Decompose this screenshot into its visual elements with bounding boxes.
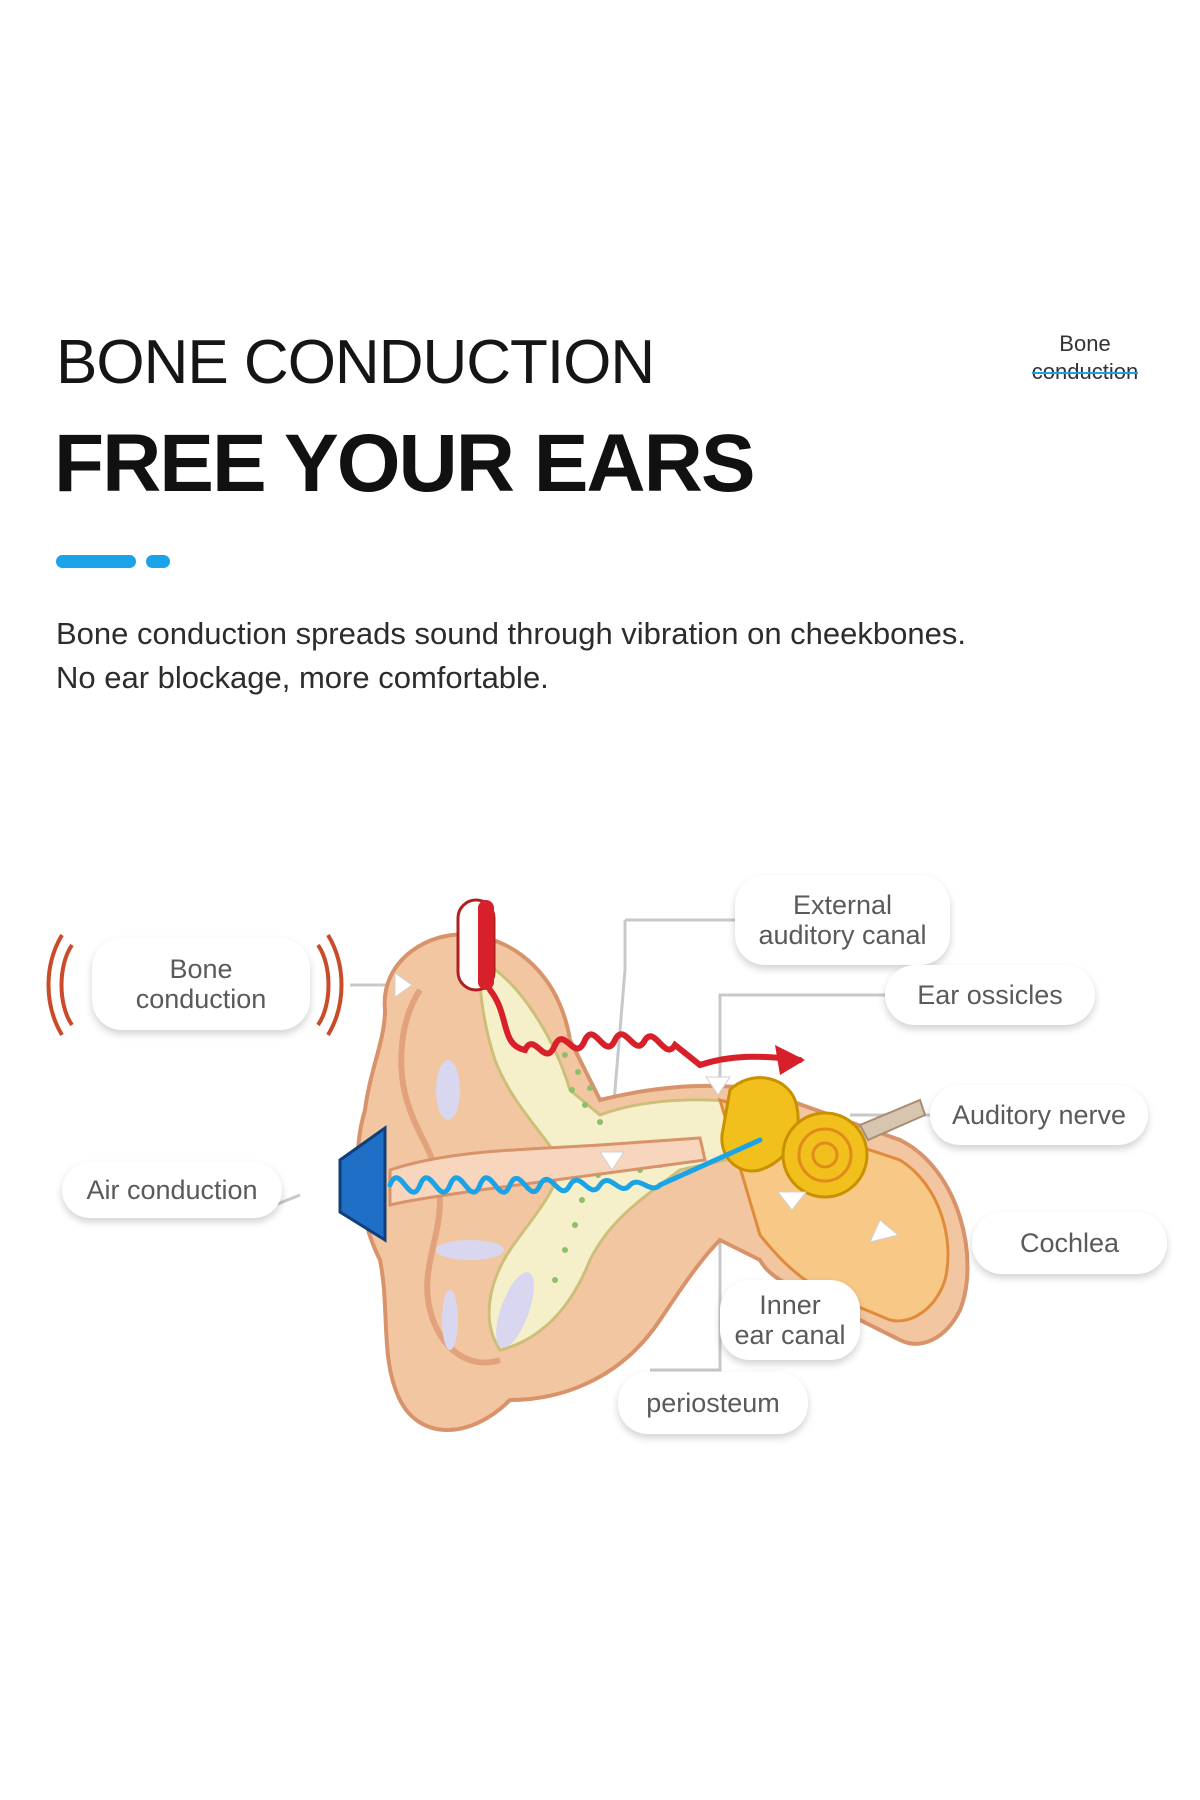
logo-line: Bone: [1059, 331, 1111, 356]
label-auditory-nerve: Auditory nerve: [930, 1085, 1148, 1145]
label-text: auditory canal: [758, 920, 927, 950]
label-text: ear canal: [734, 1320, 846, 1350]
label-text: Bone: [169, 954, 233, 984]
description-line: Bone conduction spreads sound through vi…: [56, 616, 966, 651]
pointer-arrows: [394, 972, 900, 1243]
accent-dot: [146, 555, 170, 568]
label-bone-conduction: Bone conduction: [92, 938, 310, 1030]
sound-ripples: [46, 933, 344, 1037]
description-line: No ear blockage, more comfortable.: [56, 660, 549, 695]
label-text: periosteum: [646, 1388, 780, 1418]
label-air-conduction: Air conduction: [62, 1162, 282, 1218]
label-text: Cochlea: [1019, 1228, 1120, 1258]
air-conduction-device: [338, 1125, 387, 1243]
label-inner-ear-canal: Inner ear canal: [720, 1280, 860, 1360]
bone-conduction-device: [456, 898, 496, 992]
label-periosteum: periosteum: [618, 1372, 808, 1434]
auditory-nerve-shape: [858, 1098, 927, 1142]
label-text: conduction: [135, 984, 267, 1014]
ear-illustration: [46, 898, 970, 1432]
bone-texture: [552, 1052, 703, 1283]
cochlea-shape: [781, 1111, 869, 1199]
label-text: External: [792, 890, 893, 920]
label-cochlea: Cochlea: [972, 1212, 1167, 1274]
ear-diagram: Bone conduction Air conduction External …: [0, 840, 1200, 1480]
label-text: Ear ossicles: [917, 980, 1063, 1010]
air-wave: [387, 1137, 763, 1195]
label-text: Auditory nerve: [951, 1100, 1127, 1130]
logo-line: conduction: [1031, 359, 1139, 384]
bone-wave: [487, 987, 803, 1069]
headline: BONE CONDUCTION: [56, 328, 655, 397]
label-ear-ossicles: Ear ossicles: [885, 965, 1095, 1025]
cartilage: [436, 1060, 534, 1350]
headline-main: FREE YOUR EARS: [54, 418, 756, 509]
label-external-auditory-canal: External auditory canal: [735, 875, 950, 965]
accent-bar: [56, 555, 136, 568]
label-text: Air conduction: [86, 1175, 258, 1205]
brand-logo: Bone conduction: [1010, 330, 1160, 386]
description: Bone conduction spreads sound through vi…: [56, 612, 1156, 700]
label-text: Inner: [759, 1290, 821, 1320]
bone-wave-arrow: [775, 1045, 805, 1075]
